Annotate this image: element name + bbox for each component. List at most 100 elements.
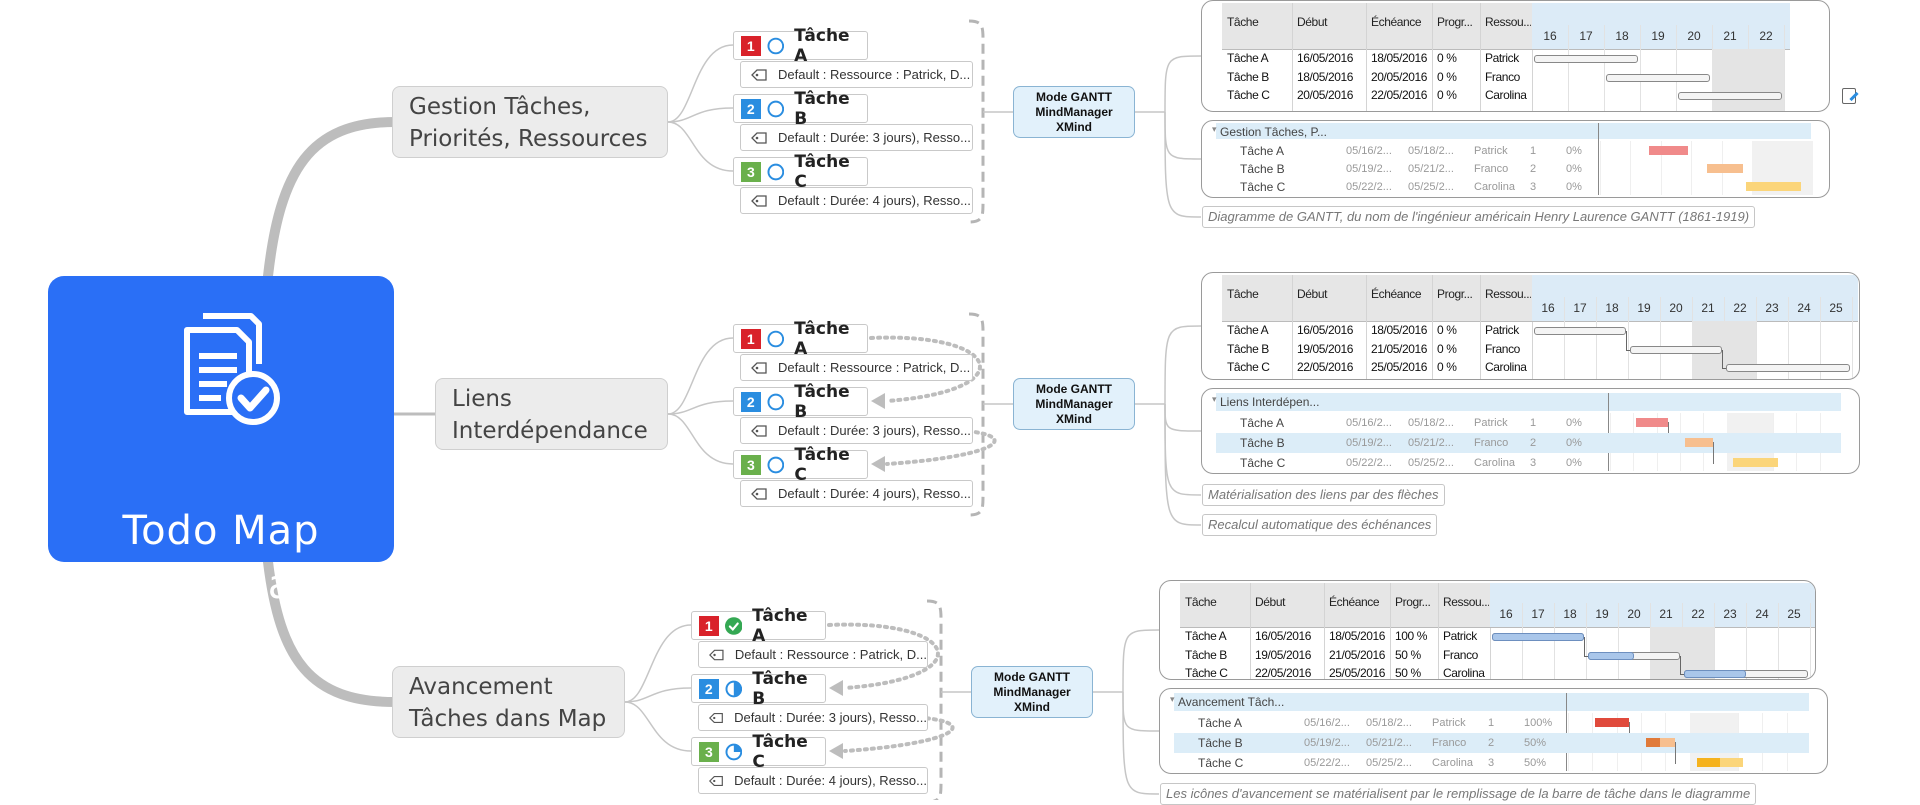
root-topic[interactable]: Todo Map > Planification: [48, 276, 394, 608]
column-header-end[interactable]: Échéance: [1371, 287, 1422, 301]
column-divider: [1390, 583, 1391, 679]
day-divider: [1676, 25, 1677, 111]
annotation-note[interactable]: Recalcul automatique des échénances: [1202, 514, 1438, 536]
timeline-day: 23: [1765, 301, 1779, 315]
timeline-day: 21: [1701, 301, 1715, 315]
collapse-chevron-icon[interactable]: ▾: [1170, 694, 1175, 704]
outline-task[interactable]: Tâche B: [1240, 162, 1285, 176]
annotation-note[interactable]: Matérialisation des liens par des flèche…: [1202, 484, 1445, 506]
day-divider: [1554, 603, 1555, 679]
outline-task[interactable]: Tâche C: [1198, 756, 1244, 770]
gantt-cell-prog: 0 %: [1437, 360, 1457, 374]
task-tag-text: Default : Durée: 3 jours), Resso...: [778, 130, 971, 145]
timeline-day: 20: [1627, 607, 1641, 621]
panel-connector: [1122, 691, 1160, 732]
column-divider: [1532, 275, 1533, 379]
outline-task[interactable]: Tâche C: [1240, 456, 1286, 470]
task-tag[interactable]: Default : Durée: 4 jours), Resso...: [698, 767, 928, 794]
timeline-day: 18: [1563, 607, 1577, 621]
gantt-cell-prog: 0 %: [1437, 323, 1457, 337]
column-header-start[interactable]: Début: [1297, 287, 1328, 301]
column-header-start[interactable]: Début: [1255, 595, 1286, 609]
column-header-res[interactable]: Ressou...: [1485, 15, 1531, 29]
timeline-day: 25: [1829, 301, 1843, 315]
annotation-note[interactable]: Diagramme de GANTT, du nom de l'ingénieu…: [1202, 206, 1756, 228]
column-header-task[interactable]: Tâche: [1227, 287, 1259, 301]
outline-progress: 100%: [1524, 717, 1553, 729]
task-tag[interactable]: Default : Durée: 3 jours), Resso...: [740, 417, 973, 444]
gantt-cell-start: 22/05/2016: [1297, 360, 1354, 374]
collapse-chevron-icon[interactable]: ▾: [1212, 124, 1217, 134]
annotation-note[interactable]: Les icônes d'avancement se matérialisent…: [1160, 783, 1757, 805]
timeline-day: 20: [1687, 29, 1701, 43]
outline-task[interactable]: Tâche A: [1240, 144, 1285, 158]
gantt-cell-task: Tâche C: [1185, 666, 1228, 680]
column-header-task[interactable]: Tâche: [1185, 595, 1217, 609]
gantt-cell-prog: 0 %: [1437, 341, 1457, 356]
column-header-end[interactable]: Échéance: [1329, 595, 1380, 609]
task-tag[interactable]: Default : Durée: 4 jours), Resso...: [740, 480, 973, 507]
arrow-head-icon: [871, 393, 885, 409]
outline-start: 05/16/2...: [1304, 717, 1350, 729]
column-header-prog[interactable]: Progr...: [1437, 287, 1473, 301]
outline-end: 05/21/2...: [1408, 437, 1454, 449]
mode-label-line: MindManager: [993, 685, 1071, 699]
task-tag[interactable]: Default : Durée: 4 jours), Resso...: [740, 187, 973, 214]
column-header-task[interactable]: Tâche: [1227, 15, 1259, 29]
gantt-cell-end: 18/05/2016: [1371, 323, 1428, 337]
column-header-prog[interactable]: Progr...: [1437, 15, 1473, 29]
edit-note-icon[interactable]: [1842, 88, 1859, 104]
outline-end: 05/25/2...: [1408, 181, 1454, 193]
outline-task[interactable]: Tâche B: [1198, 736, 1243, 750]
outline-day-col: [1600, 141, 1601, 195]
outline-bar: [1635, 418, 1669, 427]
task-tag[interactable]: Default : Durée: 3 jours), Resso...: [698, 704, 928, 731]
outline-task[interactable]: Tâche C: [1240, 180, 1286, 194]
task-tag[interactable]: Default : Ressource : Patrick, D...: [740, 61, 973, 88]
priority-3-icon: 3: [741, 454, 761, 475]
outline-group-label[interactable]: Liens Interdépen...: [1220, 395, 1320, 409]
branch-topic-1[interactable]: Gestion Tâches,Priorités, Ressources: [392, 86, 668, 158]
task-tag[interactable]: Default : Ressource : Patrick, D...: [740, 354, 973, 381]
outline-group-label[interactable]: Gestion Tâches, P...: [1220, 125, 1327, 139]
task-tag-text: Default : Durée: 3 jours), Resso...: [778, 423, 971, 438]
column-header-res[interactable]: Ressou...: [1485, 287, 1531, 301]
task-tag[interactable]: Default : Durée: 3 jours), Resso...: [740, 124, 973, 151]
collapse-chevron-icon[interactable]: ▾: [1212, 394, 1217, 404]
outline-group-label[interactable]: Avancement Tâch...: [1178, 695, 1285, 709]
column-header-start[interactable]: Début: [1297, 15, 1328, 29]
tag-icon: [751, 131, 767, 144]
outline-id: 2: [1530, 437, 1537, 449]
day-divider: [1810, 603, 1811, 679]
column-header-prog[interactable]: Progr...: [1395, 595, 1431, 609]
task-progress-empty-icon: [767, 456, 784, 473]
task-name: Tâche A: [794, 318, 850, 359]
timeline-day: 23: [1723, 607, 1737, 621]
outline-task[interactable]: Tâche A: [1240, 416, 1285, 430]
outline-task[interactable]: Tâche A: [1198, 716, 1243, 730]
outline-end: 05/18/2...: [1408, 417, 1454, 429]
summary-bracket: [968, 19, 985, 224]
column-header-end[interactable]: Échéance: [1371, 15, 1422, 29]
day-divider: [1756, 297, 1757, 379]
column-header-res[interactable]: Ressou...: [1443, 595, 1489, 609]
branch-label-line2: Priorités, Ressources: [409, 126, 648, 152]
task-tag[interactable]: Default : Ressource : Patrick, D...: [698, 641, 928, 668]
outline-resource: Carolina: [1432, 757, 1473, 769]
outline-task[interactable]: Tâche B: [1240, 436, 1285, 450]
